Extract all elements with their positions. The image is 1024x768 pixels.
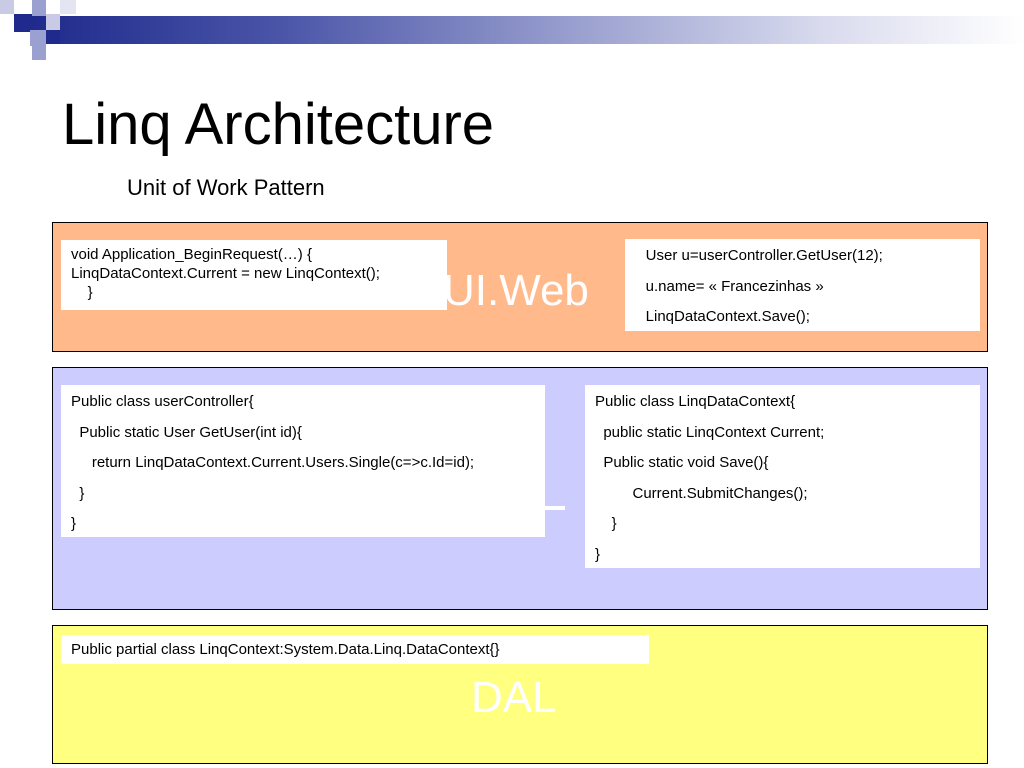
code-line: } — [71, 515, 77, 532]
code-line: } — [595, 545, 601, 563]
linq-context-code: Public partial class LinqContext:System.… — [61, 635, 649, 664]
code-line: LinqDataContext.Save(); — [629, 308, 810, 325]
slide-title: Linq Architecture — [62, 92, 495, 157]
business-layer: Public class userController{ Public stat… — [52, 367, 988, 610]
code-line: } — [71, 484, 85, 502]
code-line: } — [71, 284, 93, 301]
decoration-square — [46, 14, 60, 30]
code-line: void Application_BeginRequest(…) { — [71, 246, 312, 263]
decoration-square — [14, 14, 32, 32]
code-line: Public class userController{ — [71, 393, 254, 410]
code-line: Public class LinqDataContext{ — [595, 393, 796, 410]
dal-layer-label: DAL — [471, 673, 557, 722]
decoration-square — [32, 46, 46, 60]
code-line: LinqDataContext.Current = new LinqContex… — [71, 265, 380, 282]
code-line: User u=userController.GetUser(12); — [629, 247, 883, 264]
code-line: Current.SubmitChanges(); — [595, 484, 808, 502]
user-controller-code: Public class userController{ Public stat… — [61, 385, 545, 537]
code-line: u.name= « Francezinhas » — [629, 277, 824, 295]
decoration-square — [46, 30, 60, 44]
code-line: Public static User GetUser(int id){ — [71, 423, 302, 441]
linq-data-context-code: Public class LinqDataContext{ public sta… — [585, 385, 980, 568]
ui-web-layer: UI.Web void Application_BeginRequest(…) … — [52, 222, 988, 352]
code-line: return LinqDataContext.Current.Users.Sin… — [71, 454, 475, 471]
code-line: Public static void Save(){ — [595, 454, 769, 471]
decoration-square — [32, 0, 46, 16]
code-line: public static LinqContext Current; — [595, 423, 825, 441]
code-line: Public partial class LinqContext:System.… — [71, 641, 500, 658]
dal-layer: DAL Public partial class LinqContext:Sys… — [52, 625, 988, 764]
business-layer-label-fragment — [543, 506, 565, 510]
slide-subtitle: Unit of Work Pattern — [127, 175, 325, 200]
decoration-square — [30, 30, 46, 46]
controller-usage-code: User u=userController.GetUser(12); u.nam… — [625, 239, 980, 331]
header-decoration-band — [32, 16, 1024, 44]
code-line: } — [595, 515, 617, 532]
decoration-square — [60, 0, 76, 14]
decoration-square — [0, 0, 14, 14]
application-begin-request-code: void Application_BeginRequest(…) { LinqD… — [61, 240, 447, 310]
ui-web-layer-label: UI.Web — [443, 266, 589, 315]
